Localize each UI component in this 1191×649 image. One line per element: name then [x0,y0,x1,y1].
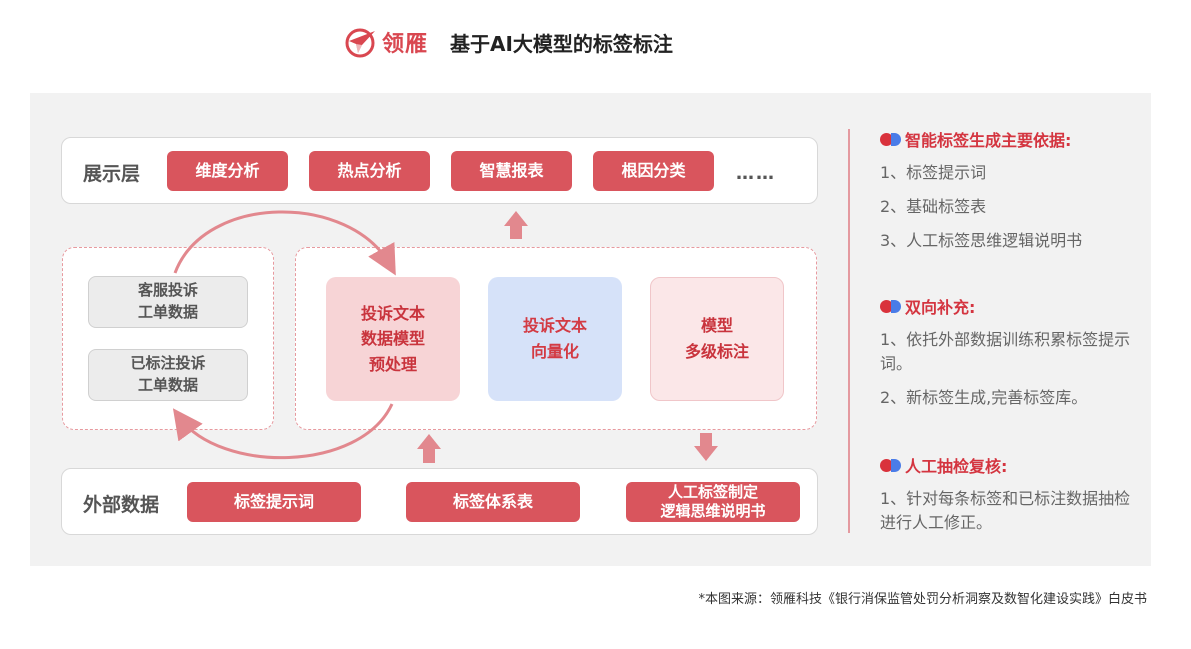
card-vectorize-line1: 投诉文本 [522,316,587,336]
input-labeled-line1: 已标注投诉 [130,354,206,373]
side-manual-title: 人工抽检复核: [905,457,1008,476]
display-more-ellipsis: …… [736,163,776,184]
red-dot-icon [880,132,893,146]
lingyan-bird-logo-icon [345,28,375,58]
external-guide-line2: 逻辑思维说明书 [660,502,766,520]
card-vectorize-line2: 向量化 [530,342,579,361]
side-basis-item-3: 3、人工标签思维逻辑说明书 [880,231,1083,250]
side-section-bidirectional: 双向补充: 1、依托外部数据训练积累标签提示词。 2、新标签生成,完善标签库。 [880,294,1140,410]
external-item-taxonomy: 标签体系表 [406,482,580,522]
side-divider [848,129,850,533]
display-item-hotspot: 热点分析 [309,151,430,191]
page-title: 基于AI大模型的标签标注 [450,31,673,56]
external-item-manual-guide: 人工标签制定逻辑思维说明书 [626,482,800,522]
side-bidirectional-title: 双向补充: [905,298,976,317]
input-labeled-line2: 工单数据 [137,376,198,394]
logo-text: 领雁 [382,32,429,57]
input-labeled-tickets: 已标注投诉工单数据 [88,349,248,401]
page-header: 领雁 基于AI大模型的标签标注 [344,22,673,62]
side-section-manual-check: 人工抽检复核: 1、针对每条标签和已标注数据抽检进行人工修正。 [880,453,1140,535]
side-bidirectional-item-2: 2、新标签生成,完善标签库。 [880,388,1088,407]
card-preprocess-line1: 投诉文本 [360,303,425,323]
card-preprocess-line2: 数据模型 [360,329,425,349]
external-item-prompts: 标签提示词 [187,482,361,522]
diagram-panel: 展示层 维度分析 热点分析 智慧报表 根因分类 …… 客服投诉工单数据 已标注投… [30,93,1151,566]
input-complaint-tickets: 客服投诉工单数据 [88,276,248,328]
card-vectorize: 投诉文本向量化 [488,277,622,401]
side-basis-item-2: 2、基础标签表 [880,197,987,216]
blue-half-dot-icon [891,299,901,313]
side-manual-item-1: 1、针对每条标签和已标注数据抽检进行人工修正。 [880,489,1131,532]
blue-half-dot-icon [891,458,901,472]
input-complaint-line1: 客服投诉 [137,281,198,300]
side-basis-item-1: 1、标签提示词 [880,163,987,182]
arrow-up-from-external-icon [417,434,441,463]
side-basis-title: 智能标签生成主要依据: [905,131,1072,150]
display-item-dimension: 维度分析 [167,151,288,191]
blue-half-dot-icon [891,132,901,146]
card-preprocess: 投诉文本数据模型预处理 [326,277,460,401]
red-dot-icon [880,299,893,313]
external-guide-line1: 人工标签制定 [667,483,758,502]
external-data-label: 外部数据 [83,494,160,516]
display-item-rootcause: 根因分类 [593,151,714,191]
display-layer-label: 展示层 [83,163,141,185]
arrow-up-to-display-icon [504,211,528,239]
display-item-report: 智慧报表 [451,151,572,191]
side-bidirectional-item-1: 1、依托外部数据训练积累标签提示词。 [880,330,1131,373]
side-section-basis: 智能标签生成主要依据: 1、标签提示词 2、基础标签表 3、人工标签思维逻辑说明… [880,127,1140,253]
external-prompts-text: 标签提示词 [233,492,314,511]
input-complaint-line2: 工单数据 [137,303,198,321]
card-multilevel-label: 模型多级标注 [650,277,784,401]
red-dot-icon [880,458,893,472]
external-taxonomy-text: 标签体系表 [452,492,533,511]
card-multilevel-line2: 多级标注 [684,342,749,361]
arrow-down-to-external-icon [694,433,718,461]
card-multilevel-line1: 模型 [700,316,733,336]
card-preprocess-line3: 预处理 [368,354,417,374]
input-data-group [62,247,274,430]
source-note: *本图来源：领雁科技《银行消保监管处罚分析洞察及数智化建设实践》白皮书 [698,592,1147,607]
